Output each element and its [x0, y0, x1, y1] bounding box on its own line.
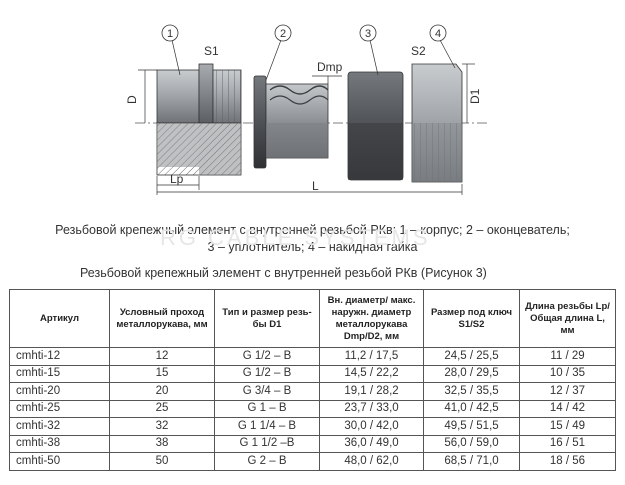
- callout-2-label: 2: [280, 28, 286, 40]
- cell-thread-type: G 1/2 – B: [214, 364, 320, 383]
- cell-lengths: 15 / 49: [519, 417, 616, 436]
- cell-nominal-bore: 38: [109, 434, 215, 453]
- cell-nominal-bore: 12: [109, 347, 215, 366]
- part-1-body: [156, 63, 242, 176]
- cell-lengths: 16 / 51: [519, 434, 616, 453]
- cell-lengths: 12 / 37: [519, 382, 616, 401]
- header-thread-type: Тип и размер резь-бы D1: [214, 289, 320, 348]
- table-title: Резьбовой крепежный элемент с внутренней…: [80, 266, 487, 280]
- callout-3-label: 3: [365, 28, 371, 40]
- cell-thread-type: G 1/2 – B: [214, 347, 320, 366]
- cell-diameters: 30,0 / 42,0: [319, 417, 424, 436]
- cell-wrench-size: 56,0 / 59,0: [423, 434, 520, 453]
- header-lengths: Длина резьбы Lp/ Общая длина L, мм: [519, 289, 616, 348]
- spec-table: Артикул Условный проход металлорукава, м…: [9, 289, 616, 471]
- cell-nominal-bore: 50: [109, 452, 215, 471]
- cell-lengths: 18 / 56: [519, 452, 616, 471]
- cell-diameters: 48,0 / 62,0: [319, 452, 424, 471]
- cell-diameters: 23,7 / 33,0: [319, 399, 424, 418]
- cell-article: cmhti-38: [9, 434, 110, 453]
- cell-wrench-size: 32,5 / 35,5: [423, 382, 520, 401]
- callout-2: 2: [265, 24, 292, 81]
- dimension-lines: [138, 63, 475, 195]
- cell-wrench-size: 41,0 / 42,5: [423, 399, 520, 418]
- cell-nominal-bore: 20: [109, 382, 215, 401]
- header-article: Артикул: [9, 289, 110, 348]
- label-dmp: Dmp: [317, 60, 343, 74]
- cell-diameters: 19,1 / 28,2: [319, 382, 424, 401]
- cell-article: cmhti-15: [9, 364, 110, 383]
- cell-nominal-bore: 32: [109, 417, 215, 436]
- cell-article: cmhti-25: [9, 399, 110, 418]
- cell-lengths: 14 / 42: [519, 399, 616, 418]
- cell-diameters: 11,2 / 17,5: [319, 347, 424, 366]
- label-d1: D1: [468, 88, 482, 104]
- callout-1: 1: [161, 24, 181, 76]
- label-lp: Lp: [170, 172, 184, 186]
- cell-wrench-size: 49,5 / 51,5: [423, 417, 520, 436]
- cell-article: cmhti-50: [9, 452, 110, 471]
- part-4-union-nut: [411, 63, 463, 183]
- cell-article: cmhti-20: [9, 382, 110, 401]
- cell-thread-type: G 2 – B: [214, 452, 320, 471]
- cell-diameters: 36,0 / 49,0: [319, 434, 424, 453]
- cell-article: cmhti-32: [9, 417, 110, 436]
- label-l: L: [312, 179, 319, 193]
- part-2-ferrule: [253, 75, 329, 169]
- cell-thread-type: G 1 1/2 –B: [214, 434, 320, 453]
- label-s2: S2: [411, 44, 426, 58]
- cell-wrench-size: 68,5 / 71,0: [423, 452, 520, 471]
- header-diameters: Вн. диаметр/ макс. наружн. диаметр метал…: [319, 289, 424, 348]
- cell-lengths: 11 / 29: [519, 347, 616, 366]
- cell-thread-type: G 1 – B: [214, 399, 320, 418]
- cell-thread-type: G 3/4 – B: [214, 382, 320, 401]
- figure-caption-line-1: Резьбовой крепежный элемент с внутренней…: [55, 223, 570, 237]
- cell-wrench-size: 24,5 / 25,5: [423, 347, 520, 366]
- cell-lengths: 10 / 35: [519, 364, 616, 383]
- exploded-view-drawing: 1 2 3 4 S1 S2 Dmp D D1 Lp L: [125, 24, 490, 195]
- label-s1: S1: [204, 44, 219, 58]
- cell-thread-type: G 1 1/4 – B: [214, 417, 320, 436]
- cell-nominal-bore: 25: [109, 399, 215, 418]
- part-3-seal: [347, 71, 404, 181]
- cell-diameters: 14,5 / 22,2: [319, 364, 424, 383]
- figure-caption-line-2: 3 – уплотнитель; 4 – накидная гайка: [207, 240, 418, 254]
- table-header-row: Артикул Условный проход металлорукава, м…: [9, 289, 616, 348]
- callout-3: 3: [359, 24, 379, 76]
- header-nominal-bore: Условный проход металлорукава, мм: [109, 289, 215, 348]
- watermark: RG CABLE SYSTEMS: [160, 225, 431, 250]
- callout-4-label: 4: [435, 28, 441, 40]
- callout-4: 4: [429, 24, 456, 69]
- cell-wrench-size: 28,0 / 29,5: [423, 364, 520, 383]
- label-d: D: [125, 95, 139, 104]
- cell-nominal-bore: 15: [109, 364, 215, 383]
- header-wrench-size: Размер под ключ S1/S2: [423, 289, 520, 348]
- callout-1-label: 1: [167, 28, 173, 40]
- cell-article: cmhti-12: [9, 347, 110, 366]
